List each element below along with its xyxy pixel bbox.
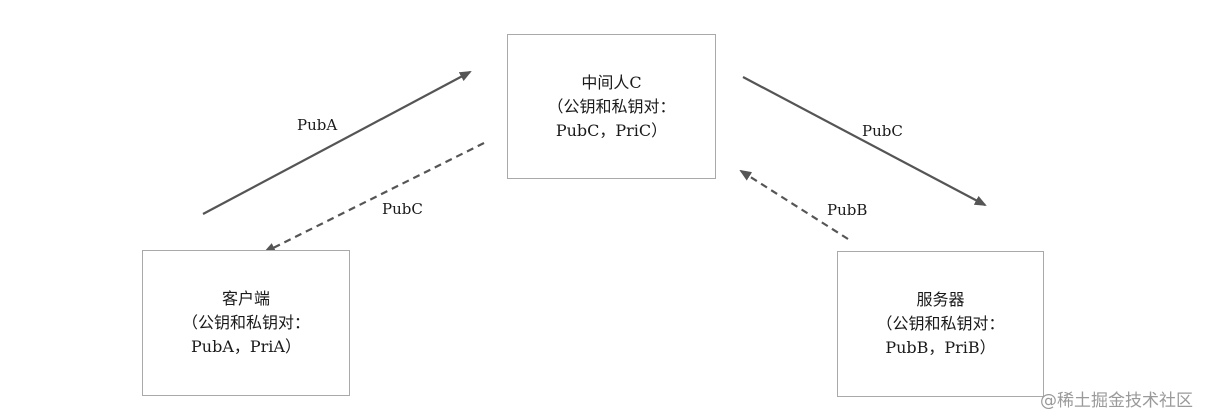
node-mitm-keypair-label: （公钥和私钥对： (547, 96, 676, 116)
node-client-title: 客户端 (221, 289, 270, 308)
node-server: 服务器 （公钥和私钥对： PubB，PriB） (837, 251, 1044, 397)
edge-label-mitm-to-server: PubC (862, 122, 903, 140)
node-client: 客户端 （公钥和私钥对： PubA，PriA） (142, 250, 350, 396)
node-server-title: 服务器 (916, 290, 965, 309)
node-mitm-keys: PubC，PriC） (555, 120, 668, 140)
node-mitm: 中间人C （公钥和私钥对： PubC，PriC） (507, 34, 716, 179)
arrow-mitm-to-client-dashed (263, 142, 485, 253)
edge-label-mitm-to-client: PubC (382, 200, 423, 218)
node-client-keys: PubA，PriA） (191, 337, 301, 356)
edge-label-client-to-mitm: PubA (297, 116, 338, 134)
edge-label-server-to-mitm: PubB (827, 201, 868, 219)
watermark: @稀土掘金技术社区 (1040, 391, 1193, 411)
arrow-server-to-mitm-dashed (739, 169, 849, 240)
node-server-keys: PubB，PriB） (885, 338, 996, 357)
arrow-client-to-mitm (202, 71, 472, 215)
node-server-keypair-label: （公钥和私钥对： (876, 314, 1005, 333)
arrow-mitm-to-server (742, 76, 987, 206)
node-client-keypair-label: （公钥和私钥对： (181, 313, 310, 332)
node-mitm-title: 中间人C (581, 72, 642, 92)
